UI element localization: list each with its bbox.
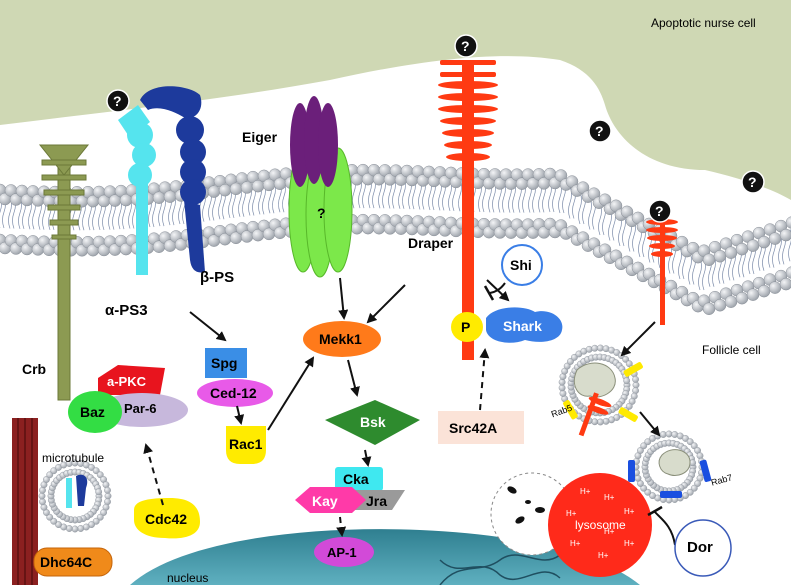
- dhc64c-label: Dhc64C: [40, 554, 93, 570]
- shark-label: Shark: [503, 318, 542, 334]
- dor-inhibitor: [654, 511, 676, 546]
- nucleus-label: nucleus: [167, 571, 209, 585]
- mekk1-protein: [303, 321, 381, 357]
- cka-label: Cka: [343, 471, 369, 487]
- cdc42-protein: [134, 498, 200, 539]
- par6-label: Par-6: [124, 401, 157, 416]
- rac1-protein: [226, 426, 266, 464]
- proton-mark: H+: [598, 551, 609, 560]
- ap1-label: AP-1: [327, 545, 357, 560]
- dna-helix: [439, 554, 561, 585]
- p-phospho-site: [451, 312, 483, 342]
- p-label: P: [461, 319, 471, 335]
- shi-label: Shi: [510, 257, 532, 273]
- ap1-protein: [314, 537, 374, 567]
- beta-ps-protein: [140, 86, 206, 273]
- proton-mark: H+: [580, 487, 591, 496]
- cdc42-label: Cdc42: [145, 511, 188, 527]
- bsk-protein: [325, 400, 420, 445]
- crb-protein: [38, 144, 90, 401]
- eiger-receptor-label: ?: [317, 205, 326, 221]
- ced12-label: Ced-12: [210, 385, 257, 401]
- mekk1-label: Mekk1: [319, 331, 362, 347]
- apkc-protein: [98, 365, 165, 395]
- draper-protein: [438, 60, 498, 360]
- src42a-label: Src42A: [449, 420, 498, 436]
- dor-label: Dor: [687, 539, 713, 556]
- proton-mark: H+: [604, 493, 615, 502]
- jra-label: Jra: [366, 493, 388, 509]
- draper-label: Draper: [408, 235, 454, 251]
- jra-protein: [354, 490, 405, 510]
- crb-label: Crb: [22, 361, 47, 377]
- proton-mark: H+: [624, 539, 635, 548]
- proton-mark: H+: [624, 507, 635, 516]
- proton-mark: H+: [604, 527, 615, 536]
- proton-mark: H+: [566, 509, 577, 518]
- baz-protein: [68, 391, 122, 433]
- src42a-protein: [438, 411, 524, 444]
- lysosome-label: lysosome: [575, 518, 626, 532]
- proton-mark: H+: [570, 539, 581, 548]
- unknown-mark: ?: [655, 203, 664, 219]
- kay-protein: [295, 487, 366, 513]
- unknown-mark: ?: [595, 123, 604, 139]
- unknown-ligand-markers: [106, 34, 765, 223]
- nurse-cell-label: Apoptotic nurse cell: [651, 16, 756, 30]
- unknown-mark: ?: [461, 38, 470, 54]
- unknown-mark: ?: [113, 93, 122, 109]
- apoptotic-nurse-cell: [0, 0, 791, 200]
- alpha-ps3-label: α-PS3: [105, 302, 148, 319]
- eiger-ligand: [290, 96, 338, 187]
- spg-protein: [205, 348, 247, 378]
- rab5-marker: [563, 362, 643, 422]
- bsk-label: Bsk: [360, 414, 386, 430]
- shi-protein: [501, 244, 543, 286]
- microtubule-vesicle-cargo: [66, 474, 88, 508]
- apkc-label: a-PKC: [107, 374, 147, 389]
- shark-protein: [486, 307, 563, 343]
- beta-ps-label: β-PS: [200, 269, 235, 286]
- signaling-arrows: [143, 277, 661, 537]
- dhc64c-protein: [33, 547, 113, 577]
- baz-label: Baz: [80, 404, 105, 420]
- spg-label: Spg: [211, 355, 238, 371]
- unknown-mark: ?: [748, 174, 757, 190]
- cka-protein: [335, 467, 383, 491]
- rac1-label: Rac1: [229, 436, 263, 452]
- kay-label: Kay: [312, 493, 338, 509]
- rab7-marker: [628, 459, 712, 498]
- eiger-label: Eiger: [242, 129, 278, 145]
- alpha-ps3-protein: [118, 105, 156, 275]
- ced12-protein: [197, 379, 273, 407]
- lysosome-shape: [548, 473, 652, 577]
- follicle-cell-label: Follicle cell: [702, 343, 761, 357]
- microtubule-label: microtubule: [42, 451, 105, 465]
